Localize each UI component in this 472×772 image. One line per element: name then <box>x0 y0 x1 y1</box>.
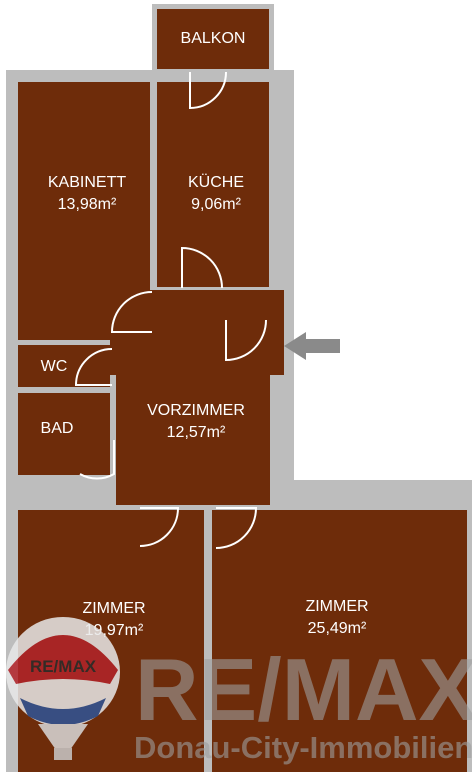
door-kabinett <box>110 291 153 333</box>
left-arrow-icon <box>284 332 340 360</box>
hot-air-balloon-icon: RE/MAX <box>6 617 120 760</box>
door-wc <box>74 348 113 386</box>
room-balkon <box>157 9 269 69</box>
label-kueche: KÜCHE 9,06m² <box>157 172 275 216</box>
room-area: 9,06m² <box>191 196 241 213</box>
door-zimmer-left <box>139 507 180 547</box>
door-bad <box>79 440 115 480</box>
room-name: VORZIMMER <box>147 402 245 419</box>
logo-text: RE/MAX <box>30 657 97 676</box>
room-name: WC <box>40 358 68 375</box>
room-kueche <box>157 82 269 287</box>
label-zimmer-right: ZIMMER 25,49m² <box>212 596 462 640</box>
room-bad <box>18 393 110 475</box>
watermark-brand: RE/MAX <box>135 640 472 739</box>
label-vorzimmer: VORZIMMER 12,57m² <box>116 400 276 444</box>
room-name: ZIMMER <box>305 598 369 615</box>
door-balkon <box>189 71 227 110</box>
door-zimmer-right <box>215 507 258 549</box>
label-balkon: BALKON <box>157 28 269 50</box>
room-name: KABINETT <box>47 174 127 191</box>
room-name: BAD <box>40 420 74 437</box>
watermark-tagline: Donau-City-Immobilien <box>134 730 472 765</box>
room-name: KÜCHE <box>187 174 244 191</box>
label-bad: BAD <box>24 418 90 440</box>
room-name: ZIMMER <box>82 600 146 617</box>
room-area: 13,98m² <box>57 196 117 213</box>
room-wc <box>18 345 110 387</box>
label-kabinett: KABINETT 13,98m² <box>18 172 156 216</box>
room-area: 25,49m² <box>307 620 367 637</box>
label-wc: WC <box>24 356 84 378</box>
room-vorzimmer <box>116 345 270 505</box>
room-name: BALKON <box>180 30 246 47</box>
door-kueche <box>181 246 223 289</box>
room-zimmer-right <box>212 510 467 772</box>
door-entrance <box>225 319 267 362</box>
room-area: 12,57m² <box>166 424 226 441</box>
